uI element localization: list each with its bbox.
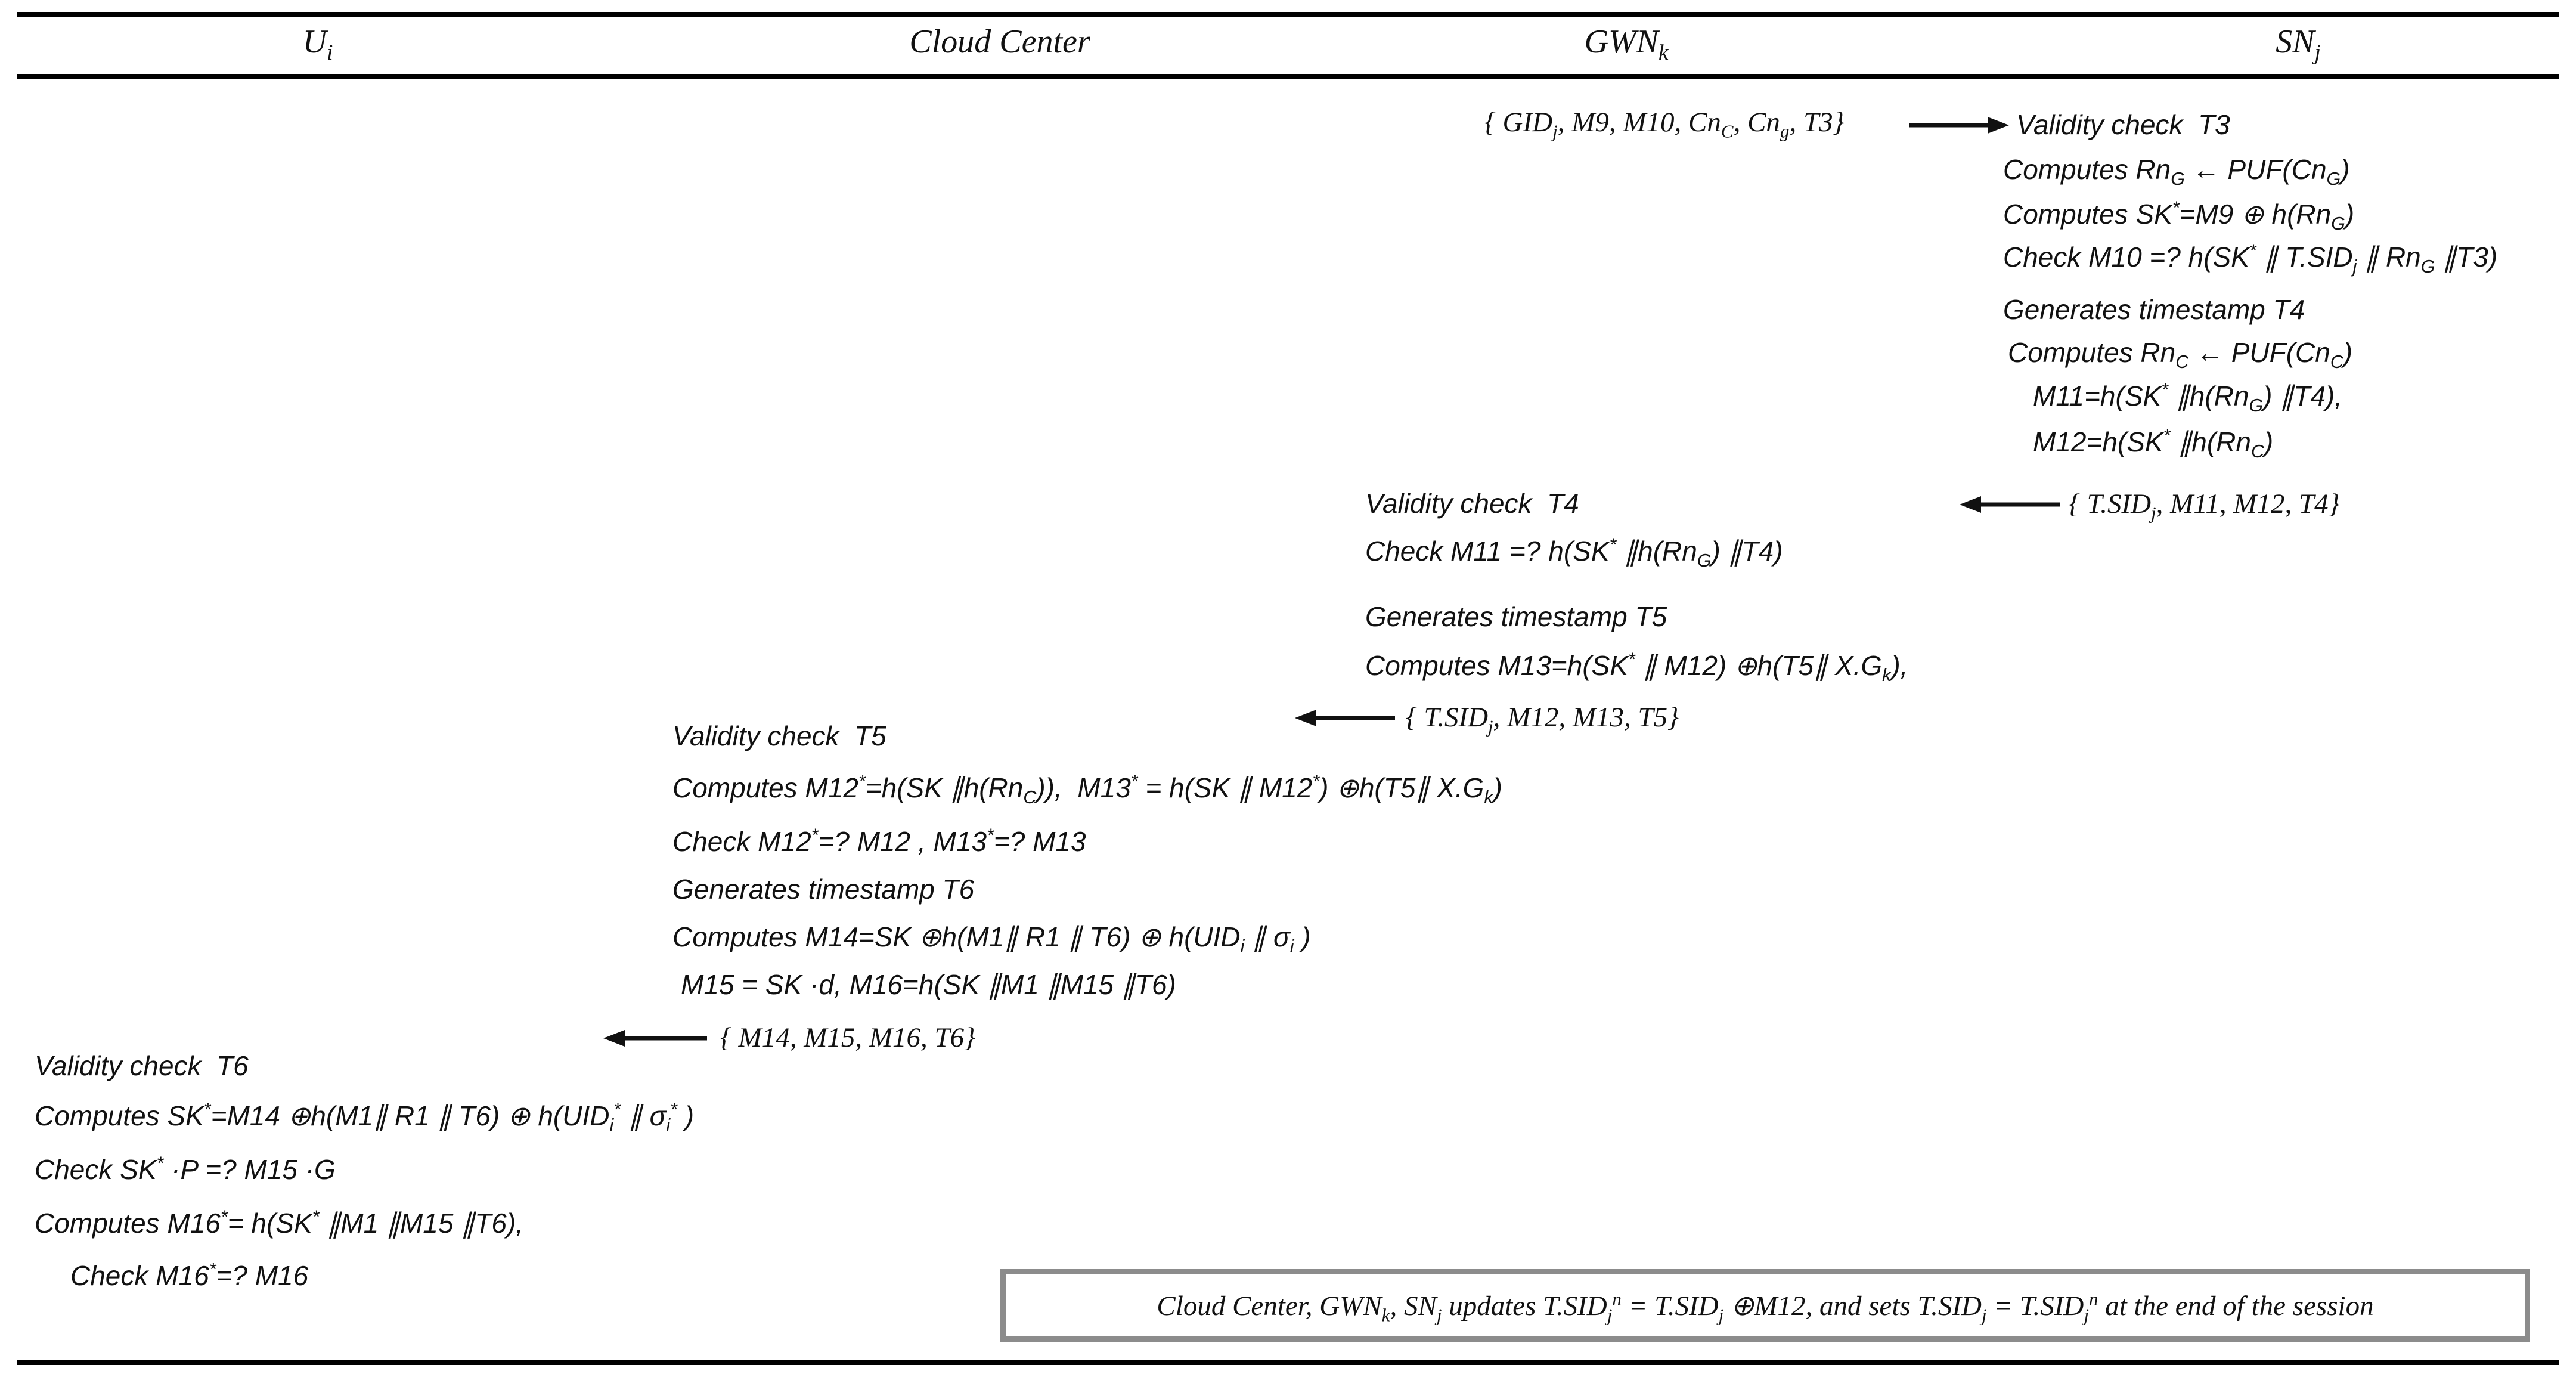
arrow-left-icon (1960, 496, 2060, 513)
sn-step: Check M10 =? h(SK* ∥ T.SIDj ∥ RnG ∥T3) (2003, 241, 2498, 277)
sn-step: M11=h(SK* ∥h(RnG) ∥T4), (2033, 380, 2343, 416)
cloud-step: Validity check T5 (672, 720, 886, 751)
sn-step: Computes RnG ← PUF(CnG) (2003, 154, 2350, 190)
arrow-right-icon (1909, 117, 2009, 134)
ui-step: Check M16*=? M16 (70, 1260, 309, 1291)
sn-step: Generates timestamp T4 (2003, 294, 2305, 325)
sn-step: Computes RnC ← PUF(CnC) (2008, 337, 2353, 373)
message-label-2: { T.SIDj, M11, M12, T4} (2069, 488, 2340, 524)
session-update-note-box: Cloud Center, GWNk, SNj updates T.SIDjn … (1000, 1269, 2530, 1342)
gwn-step: Computes M13=h(SK* ∥ M12) ⊕h(T5∥ X.Gk), (1365, 649, 1908, 686)
cloud-step: Computes M14=SK ⊕h(M1∥ R1 ∥ T6) ⊕ h(UIDi… (672, 921, 1311, 957)
header-rule (17, 74, 2559, 79)
cloud-step: Generates timestamp T6 (672, 874, 975, 905)
session-update-note: Cloud Center, GWNk, SNj updates T.SIDjn … (1157, 1288, 2374, 1325)
gwn-step: Validity check T4 (1365, 488, 1579, 519)
message-label-3: { T.SIDj, M12, M13, T5} (1406, 702, 1679, 737)
sn-step: Computes SK*=M9 ⊕ h(RnG) (2003, 198, 2355, 234)
bottom-rule (17, 1360, 2559, 1365)
column-header-ui: Ui (302, 23, 333, 65)
gwn-step: Check M11 =? h(SK* ∥h(RnG) ∥T4) (1365, 535, 1783, 571)
ui-step: Check SK* ·P =? M15 ·G (35, 1153, 336, 1185)
ui-step: Computes SK*=M14 ⊕h(M1∥ R1 ∥ T6) ⊕ h(UID… (35, 1100, 695, 1136)
column-header-cloud-center: Cloud Center (909, 23, 1090, 60)
column-header-gwn: GWNk (1584, 23, 1669, 65)
sn-step: Validity check T3 (2016, 109, 2230, 140)
message-label-4: { M14, M15, M16, T6} (720, 1022, 975, 1053)
cloud-step: Computes M12*=h(SK ∥h(RnC)), M13* = h(SK… (672, 772, 1502, 808)
ui-step: Validity check T6 (35, 1050, 249, 1081)
sn-step: M12=h(SK* ∥h(RnC) (2033, 426, 2274, 462)
arrow-left-icon (1295, 710, 1395, 726)
cloud-step: Check M12*=? M12 , M13*=? M13 (672, 825, 1086, 857)
ui-step: Computes M16*= h(SK* ∥M1 ∥M15 ∥T6), (35, 1207, 524, 1239)
top-rule (17, 12, 2559, 17)
gwn-step: Generates timestamp T5 (1365, 601, 1667, 632)
column-header-sn: SNj (2276, 23, 2321, 65)
arrow-left-icon (603, 1030, 707, 1047)
cloud-step: M15 = SK ·d, M16=h(SK ∥M1 ∥M15 ∥T6) (681, 969, 1176, 1000)
message-label-1: { GIDj, M9, M10, CnC, Cng, T3} (1484, 107, 1845, 142)
